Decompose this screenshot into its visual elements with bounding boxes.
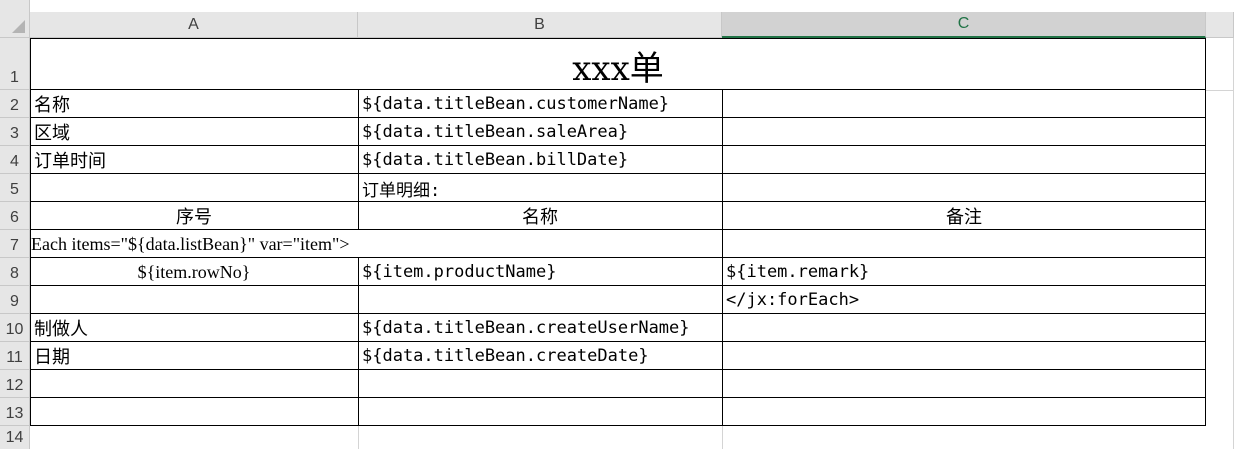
cell-b4[interactable]: ${data.titleBean.billDate} (362, 150, 629, 170)
cell-a4[interactable]: 订单时间 (34, 151, 106, 172)
cell-border (1205, 38, 1206, 426)
row-header-13[interactable]: 13 (0, 398, 30, 426)
column-header-b[interactable]: B (358, 12, 722, 38)
cell-border (30, 257, 1206, 258)
column-header-a[interactable]: A (30, 12, 358, 38)
cell-b2[interactable]: ${data.titleBean.customerName} (362, 94, 670, 114)
gridline (358, 426, 359, 449)
cell-border (30, 313, 1206, 314)
row-header-6[interactable]: 6 (0, 202, 30, 230)
cell-a11[interactable]: 日期 (34, 347, 70, 368)
cell-border (30, 117, 1206, 118)
row-header-5[interactable]: 5 (0, 174, 30, 202)
cell-a3[interactable]: 区域 (34, 123, 70, 144)
cell-border (30, 369, 1206, 370)
cell-a8[interactable]: ${item.rowNo} (137, 261, 251, 282)
row-header-11[interactable]: 11 (0, 342, 30, 370)
cell-c9[interactable]: </jx:forEach> (726, 290, 860, 310)
cell-border (30, 201, 1206, 202)
cell-a7[interactable]: Each items="${data.listBean}" var="item"… (31, 233, 350, 254)
cell-border (30, 285, 1206, 286)
select-all-corner[interactable] (0, 0, 30, 38)
row-header-14[interactable]: 14 (0, 426, 30, 449)
cell-border (358, 90, 359, 230)
cell-border (30, 229, 1206, 230)
row-header-7[interactable]: 7 (0, 230, 30, 258)
cell-border (722, 90, 723, 426)
row-header-8[interactable]: 8 (0, 258, 30, 286)
cell-a10[interactable]: 制做人 (34, 319, 88, 340)
cell-a2[interactable]: 名称 (34, 95, 70, 116)
cell-border (30, 38, 31, 426)
cell-b10[interactable]: ${data.titleBean.createUserName} (362, 318, 690, 338)
row-header-3[interactable]: 3 (0, 118, 30, 146)
cell-b8[interactable]: ${item.productName} (362, 262, 557, 282)
cell-border (30, 145, 1206, 146)
header-top-strip (30, 0, 1234, 12)
cell-c8[interactable]: ${item.remark} (726, 262, 870, 282)
gridline (722, 426, 723, 449)
cell-border (30, 173, 1206, 174)
sheet-title-cell[interactable]: xxx单 (572, 48, 664, 89)
cell-b11[interactable]: ${data.titleBean.createDate} (362, 346, 649, 366)
cell-a6[interactable]: 序号 (176, 207, 212, 228)
row-header-12[interactable]: 12 (0, 370, 30, 398)
cell-border (30, 397, 1206, 398)
column-header-c[interactable]: C (722, 12, 1206, 38)
row-header-1[interactable]: 1 (0, 38, 30, 90)
row-header-10[interactable]: 10 (0, 314, 30, 342)
gridline (1206, 90, 1234, 91)
select-all-triangle-icon (12, 20, 25, 33)
cell-border (30, 341, 1206, 342)
cell-c6[interactable]: 备注 (946, 207, 982, 228)
cell-border (30, 38, 1206, 39)
cell-border (30, 425, 1206, 426)
row-header-9[interactable]: 9 (0, 286, 30, 314)
cell-border (30, 89, 1206, 90)
cell-b3[interactable]: ${data.titleBean.saleArea} (362, 122, 629, 142)
column-header-d-partial[interactable] (1206, 12, 1234, 38)
cell-b6[interactable]: 名称 (522, 207, 558, 228)
row-header-4[interactable]: 4 (0, 146, 30, 174)
cell-b5[interactable]: 订单明细: (362, 180, 441, 201)
row-header-2[interactable]: 2 (0, 90, 30, 118)
cell-border (358, 258, 359, 426)
